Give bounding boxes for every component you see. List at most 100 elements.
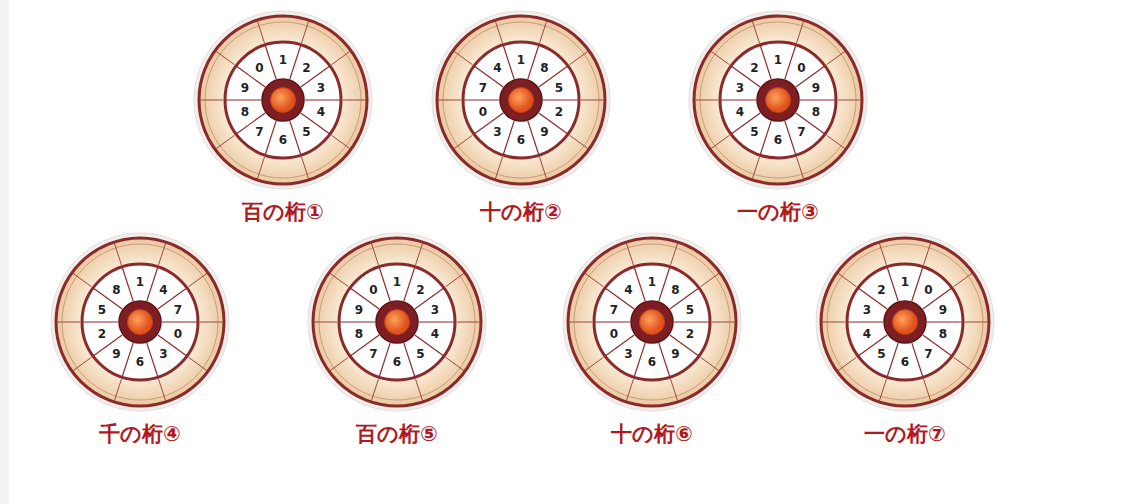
dial-spoke — [503, 121, 514, 154]
dial-digit: 7 — [610, 304, 618, 316]
dial-band-spoke — [216, 135, 235, 149]
dial-band-spoke — [671, 243, 678, 265]
dial-band-line — [62, 244, 218, 400]
dial-digit: 4 — [317, 106, 325, 118]
dial-spoke — [265, 46, 276, 79]
dial-spoke — [464, 99, 499, 100]
dial-outer-band — [56, 238, 224, 406]
dial-digit: 9 — [355, 304, 363, 316]
dial-spoke — [83, 321, 118, 322]
dial-band-spoke — [416, 379, 423, 401]
dial-digit: 5 — [302, 126, 310, 138]
dial-spoke — [419, 321, 454, 322]
dial-digit: 8 — [355, 328, 363, 340]
dial-band-spoke — [965, 322, 988, 323]
dial-lock-wheel: 一の桁⑦1098765432 — [805, 232, 1005, 472]
dial-band-spoke — [924, 379, 931, 401]
dial-digit: 9 — [671, 348, 679, 360]
dial-lock-wheel: 百の桁①1234567890 — [183, 10, 383, 250]
dial-outline — [560, 230, 744, 414]
dial-spoke — [785, 121, 796, 154]
dial-digit: 6 — [279, 134, 287, 146]
dial-band-spoke — [343, 100, 366, 101]
dial-digit: 3 — [317, 82, 325, 94]
dial-digit: 2 — [98, 328, 106, 340]
dial-spoke — [912, 268, 923, 301]
dial-band-spoke — [330, 273, 349, 287]
digit-place-caption: 百の桁⑤ — [297, 421, 497, 447]
dial-digit: 2 — [877, 284, 885, 296]
dial-digit: 8 — [939, 328, 947, 340]
dial-digit: 7 — [174, 304, 182, 316]
dial-spoke — [290, 46, 301, 79]
dial-digit: 6 — [136, 356, 144, 368]
dial-band-spoke — [581, 100, 604, 101]
dial-outer-band — [821, 238, 989, 406]
dial-hub — [376, 301, 418, 343]
dial-band-line — [827, 244, 983, 400]
dial-band-spoke — [457, 322, 480, 323]
dial-band-spoke — [330, 357, 349, 371]
dial-digit: 0 — [369, 284, 377, 296]
dial-digit: 0 — [797, 62, 805, 74]
dial-band-spoke — [879, 243, 886, 265]
dial-spoke — [674, 321, 709, 322]
dial-band-spoke — [446, 273, 465, 287]
dial-spoke — [379, 268, 390, 301]
dial-digit: 4 — [736, 106, 744, 118]
dial-lock-wheel: 百の桁⑤1234567890 — [297, 232, 497, 472]
dial-digit: 0 — [610, 328, 618, 340]
dial-digit: 6 — [901, 356, 909, 368]
dial-digit: 6 — [517, 134, 525, 146]
dial-lock-wheel: 一の桁③1098765432 — [678, 10, 878, 250]
dial-band-spoke — [540, 157, 547, 179]
dial-digit: 0 — [255, 62, 263, 74]
dial-spoke — [912, 343, 923, 376]
dial-band-spoke — [159, 379, 166, 401]
dial-digit: 4 — [624, 284, 632, 296]
dial-digit: 0 — [174, 328, 182, 340]
dial-knob — [509, 88, 534, 113]
dial-digit: 6 — [774, 134, 782, 146]
dial-band-spoke — [569, 322, 592, 323]
dial-spoke — [785, 46, 796, 79]
dial-band-spoke — [438, 100, 461, 101]
dial-band-spoke — [73, 273, 92, 287]
dial-digit: 5 — [416, 348, 424, 360]
dial-knob — [128, 310, 153, 335]
dial-digit: 3 — [159, 348, 167, 360]
dial-digit: 9 — [540, 126, 548, 138]
dial-spoke — [760, 121, 771, 154]
dial-outer-band — [568, 238, 736, 406]
dial-band-spoke — [712, 322, 735, 323]
digit-place-caption: 千の桁④ — [40, 421, 240, 447]
dial-halo — [308, 233, 486, 411]
dial-digit: 2 — [686, 328, 694, 340]
dial-band-line — [205, 22, 361, 178]
dial-number-ring — [463, 42, 579, 158]
dial-digit: 8 — [812, 106, 820, 118]
dial-digit: 4 — [431, 328, 439, 340]
dial-band-spoke — [216, 51, 235, 65]
dial-digit: 2 — [302, 62, 310, 74]
dial-spoke — [528, 121, 539, 154]
dial-digit: 7 — [924, 348, 932, 360]
dial-outer-band — [313, 238, 481, 406]
dial-band-line — [319, 244, 475, 400]
dial-band-spoke — [57, 322, 80, 323]
dial-digit: 1 — [517, 54, 525, 66]
dial-band-spoke — [446, 357, 465, 371]
dial-digit: 3 — [736, 82, 744, 94]
dial-outline — [686, 8, 870, 192]
dial-digit: 7 — [255, 126, 263, 138]
dial-digit: 0 — [479, 106, 487, 118]
dial-digit: 5 — [98, 304, 106, 316]
dial-band-spoke — [711, 135, 730, 149]
dial-lock-wheel: 十の桁⑥1852963074 — [552, 232, 752, 472]
dial-halo — [432, 11, 610, 189]
page-edge-strip — [0, 0, 9, 504]
dial-band-spoke — [200, 100, 223, 101]
dial-band-spoke — [371, 379, 378, 401]
dial-band-spoke — [570, 135, 589, 149]
